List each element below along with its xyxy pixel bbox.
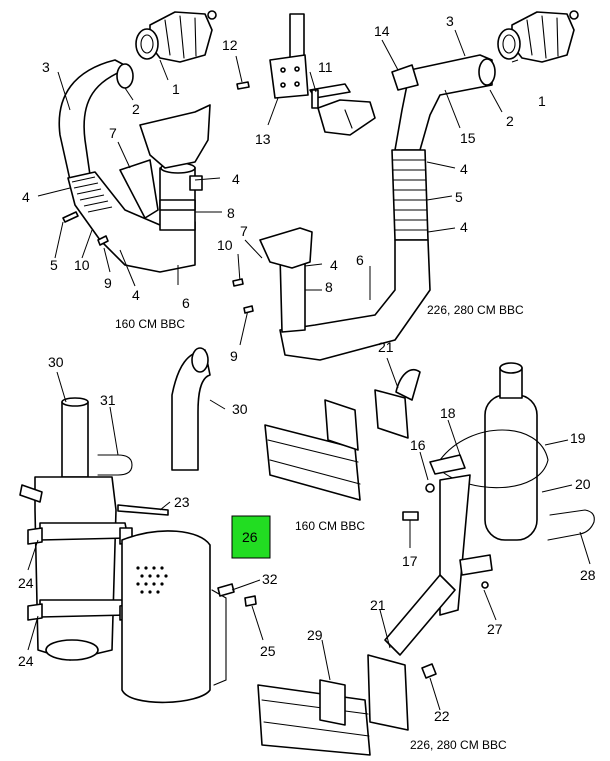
callout[interactable]: 30: [232, 401, 248, 417]
callout[interactable]: 19: [570, 430, 586, 446]
tailpipe-30-right: [171, 347, 211, 471]
u-bolt-28: [547, 509, 595, 541]
callout[interactable]: 3: [42, 59, 50, 75]
callout[interactable]: 11: [318, 59, 333, 75]
turbocharger-left: [135, 10, 217, 63]
callout[interactable]: 4: [460, 219, 468, 235]
highlighted-part-box[interactable]: [231, 515, 271, 559]
tailpipe-30-left: [61, 397, 89, 478]
muffler-body-left: [34, 476, 117, 661]
callout[interactable]: 7: [109, 125, 117, 141]
callout[interactable]: 21: [378, 339, 394, 355]
leaders-top-left: [37, 59, 222, 287]
leaders-top-center: [235, 55, 317, 126]
bolt-9-left: [97, 235, 109, 246]
strap-32: [211, 583, 235, 686]
callout[interactable]: 18: [440, 405, 456, 421]
callout[interactable]: 2: [132, 101, 140, 117]
callout[interactable]: 10: [74, 257, 90, 273]
bolt-16: [425, 483, 435, 493]
callout[interactable]: 10: [217, 237, 233, 253]
caption-mid: 160 CM BBC: [295, 519, 365, 533]
callout[interactable]: 28: [580, 567, 596, 583]
callout[interactable]: 2: [506, 113, 514, 129]
bolt-5-left: [62, 211, 79, 223]
callout[interactable]: 24: [18, 575, 34, 591]
callout[interactable]: 1: [538, 93, 546, 109]
callout[interactable]: 5: [455, 189, 463, 205]
callout[interactable]: 9: [104, 275, 112, 291]
callout[interactable]: 7: [240, 223, 248, 239]
callout[interactable]: 9: [230, 348, 238, 364]
bracket-29: [319, 654, 409, 731]
clamp-18-20: [429, 429, 549, 489]
callout[interactable]: 20: [575, 476, 591, 492]
bracket-21-top: [324, 368, 421, 451]
callout[interactable]: 4: [460, 161, 468, 177]
callout[interactable]: 4: [232, 171, 240, 187]
bolt-9-right: [243, 305, 254, 314]
leaders-top-right: [237, 29, 519, 346]
callout[interactable]: 22: [434, 708, 450, 724]
turbocharger-right: [497, 10, 579, 63]
caption-bottom-right: 226, 280 CM BBC: [410, 738, 507, 752]
callout[interactable]: 3: [446, 13, 454, 29]
callout[interactable]: 8: [325, 279, 333, 295]
callout[interactable]: 8: [227, 205, 235, 221]
bracket-assembly-13: [269, 13, 376, 136]
callout[interactable]: 4: [330, 257, 338, 273]
callout[interactable]: 6: [356, 252, 364, 268]
callout[interactable]: 13: [255, 131, 271, 147]
highlighted-part-number[interactable]: 26: [242, 529, 258, 545]
clamp-bolt-left: [19, 484, 43, 503]
callout[interactable]: 29: [307, 627, 323, 643]
leaders-bottom-right: [321, 357, 591, 711]
heat-shield-26: [121, 530, 211, 704]
callout[interactable]: 23: [174, 494, 190, 510]
bolt-12: [236, 81, 250, 90]
frame-rail-top: [264, 424, 361, 501]
callout[interactable]: 31: [100, 392, 116, 408]
callout[interactable]: 6: [182, 295, 190, 311]
callout[interactable]: 32: [262, 571, 278, 587]
bolt-25: [244, 595, 257, 607]
clamp-24-top: [27, 522, 133, 545]
callout[interactable]: 17: [402, 553, 418, 569]
nut-27: [481, 581, 489, 589]
callout[interactable]: 5: [50, 257, 58, 273]
bolt-22: [421, 663, 437, 679]
support-bracket-21-bottom: [384, 474, 493, 656]
callout[interactable]: 1: [172, 81, 180, 97]
leaders-bottom-left: [27, 371, 264, 651]
callout[interactable]: 4: [132, 287, 140, 303]
callout[interactable]: 24: [18, 653, 34, 669]
exhaust-pipe-left: [58, 59, 211, 273]
bolt-23: [117, 504, 169, 516]
exhaust-pipe-right: [259, 54, 496, 361]
callout[interactable]: 15: [460, 130, 476, 146]
frame-rail-bottom: [257, 684, 371, 756]
bolt-17: [402, 511, 419, 521]
callout[interactable]: 30: [48, 354, 64, 370]
u-bolt-31: [97, 454, 133, 476]
bolt-10-right: [232, 278, 244, 287]
caption-top-left: 160 CM BBC: [115, 317, 185, 331]
muffler-19: [484, 362, 538, 541]
callout[interactable]: 4: [22, 189, 30, 205]
callout[interactable]: 12: [222, 37, 238, 53]
callout[interactable]: 21: [370, 597, 386, 613]
caption-top-right: 226, 280 CM BBC: [427, 303, 524, 317]
callout[interactable]: 14: [374, 23, 390, 39]
callout[interactable]: 25: [260, 643, 276, 659]
callout[interactable]: 27: [487, 621, 503, 637]
callout[interactable]: 16: [410, 437, 426, 453]
